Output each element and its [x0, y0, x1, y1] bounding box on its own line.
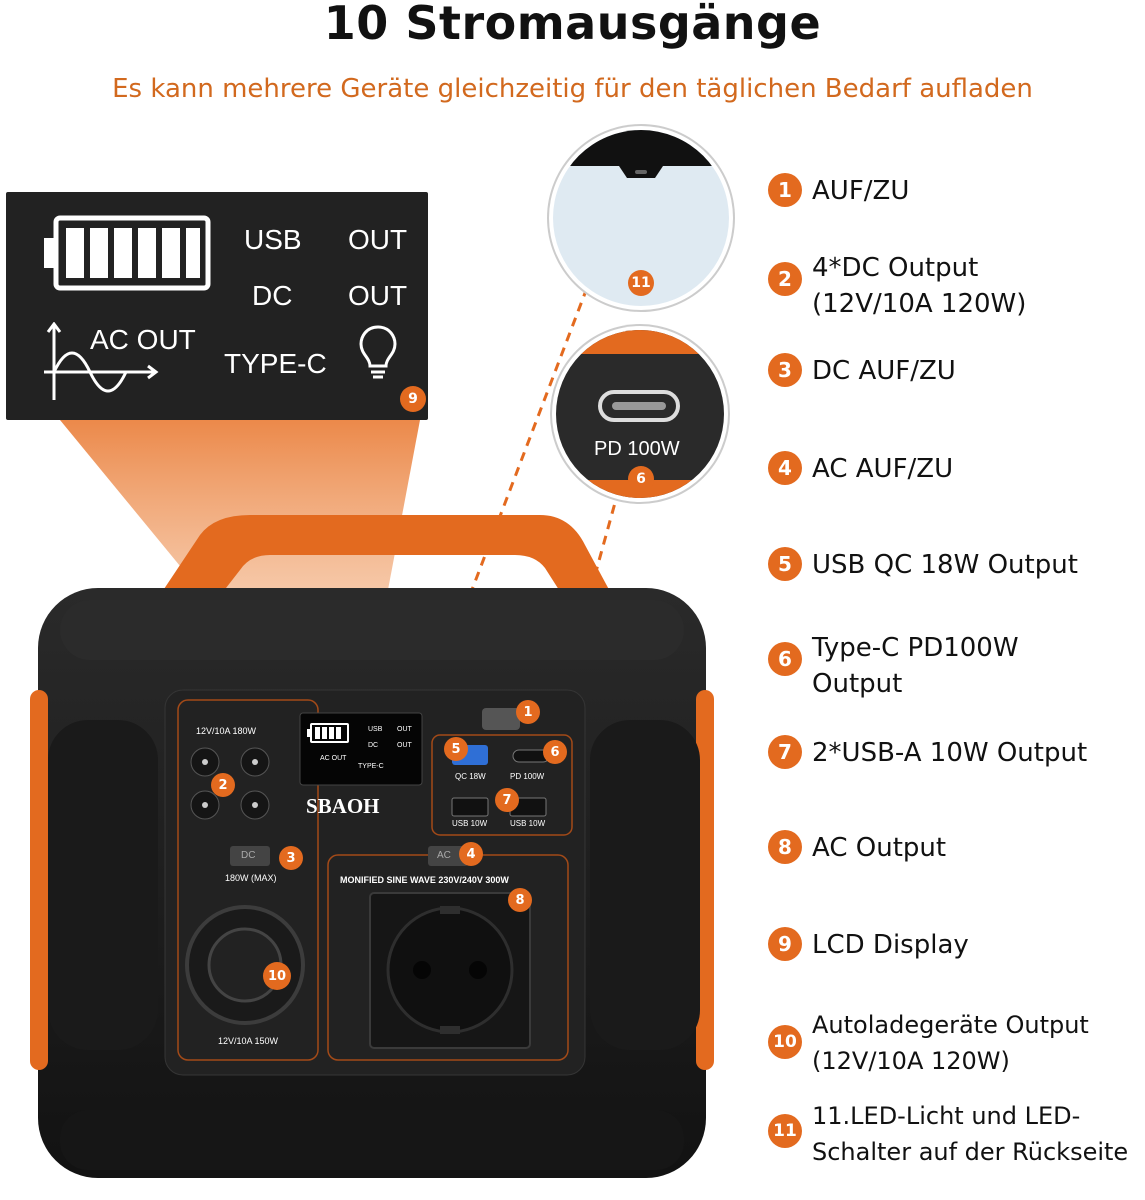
carry-handle [150, 515, 620, 615]
feature-item: 8 AC Output [768, 830, 946, 866]
right-grip-orange [696, 690, 714, 1070]
feature-item: 6 Type-C PD100W Output [768, 630, 1019, 702]
device-badge-6: 6 [543, 740, 567, 764]
small-lcd-usb: USB [368, 726, 383, 733]
feature-number-badge: 1 [768, 173, 802, 207]
feature-number-badge: 5 [768, 547, 802, 581]
typec-inset-badge: 6 [628, 466, 654, 492]
feature-text: AC Output [812, 833, 947, 863]
feature-number-badge: 7 [768, 735, 802, 769]
feature-number-badge: 11 [768, 1114, 802, 1148]
device-badge-7: 7 [495, 788, 519, 812]
page-title: 10 Stromausgänge [323, 0, 822, 50]
typec-inset: PD 100W 6 [556, 330, 724, 498]
lcd-dc-label: DC [252, 280, 293, 311]
device-badge-5: 5 [444, 737, 468, 761]
usb-a-2-label: USB 10W [510, 819, 546, 828]
device-badge-10: 10 [263, 962, 291, 990]
battery-icon [44, 215, 211, 291]
pd-port-label: PD 100W [510, 772, 545, 781]
lcd-zoom-panel: USB OUT DC OUT AC OUT TYPE-C 9 [6, 192, 428, 420]
bulb-icon [359, 325, 397, 379]
feature-number-badge: 2 [768, 262, 802, 296]
usb-a-port-1 [451, 797, 489, 817]
lcd-out-label-2: OUT [348, 280, 408, 311]
page-subtitle: Es kann mehrere Geräte gleichzeitig für … [112, 74, 1033, 104]
feature-number-badge: 6 [768, 642, 802, 676]
feature-text: DC AUF/ZU [812, 356, 956, 386]
feature-text: 4*DC Output (12V/10A 120W) [812, 253, 1027, 319]
feature-item: 3 DC AUF/ZU [768, 353, 956, 389]
dc-sockets [190, 747, 270, 820]
dc-button-label: DC [241, 850, 256, 861]
ac-socket [386, 906, 514, 1034]
lcd-out-label-1: OUT [348, 224, 408, 255]
feature-item: 1 AUF/ZU [768, 173, 909, 209]
ac-button-label: AC [437, 850, 451, 861]
right-ribs [590, 720, 700, 1050]
small-lcd-out2: OUT [397, 742, 412, 749]
ac-spec-label: MONIFIED SINE WAVE 230V/240V 300W [340, 875, 509, 885]
power-button [482, 708, 520, 730]
lcd-zoom-badge: 9 [400, 386, 426, 412]
feature-item: 11 11.LED-Licht und LED- Schalter auf de… [768, 1098, 1128, 1170]
brand-logo: SBAOH [306, 794, 380, 818]
lcd-typec-label: TYPE-C [224, 348, 327, 379]
led-inset-badge: 11 [628, 270, 654, 296]
left-grip-orange [30, 690, 48, 1070]
feature-text: 2*USB-A 10W Output [812, 738, 1088, 768]
feature-item: 9 LCD Display [768, 927, 969, 963]
dc-spec-label: 12V/10A 180W [196, 726, 257, 736]
led-light-inset: 11 [553, 130, 729, 306]
qc-port-label: QC 18W [455, 772, 486, 781]
feature-text: LCD Display [812, 930, 969, 960]
ac-wave-icon [44, 322, 159, 400]
dc-max-label: 180W (MAX) [225, 873, 277, 883]
feature-text: 11.LED-Licht und LED- Schalter auf der R… [812, 1102, 1129, 1166]
lcd-ac-out-label: AC OUT [90, 324, 196, 355]
feature-text: AC AUF/ZU [812, 454, 954, 484]
small-lcd-ac-out: AC OUT [320, 755, 347, 762]
feature-item: 2 4*DC Output (12V/10A 120W) [768, 250, 1026, 322]
feature-number-badge: 10 [768, 1025, 802, 1059]
typec-inset-label: PD 100W [594, 438, 680, 460]
car-spec-label: 12V/10A 150W [218, 1036, 279, 1046]
small-lcd-typec: TYPE-C [358, 763, 384, 770]
feature-item: 7 2*USB-A 10W Output [768, 735, 1087, 771]
small-lcd-out1: OUT [397, 726, 412, 733]
ac-button [428, 846, 468, 866]
feature-number-badge: 3 [768, 353, 802, 387]
feature-item: 5 USB QC 18W Output [768, 547, 1078, 583]
feature-text: Type-C PD100W Output [812, 633, 1019, 699]
device-badge-8: 8 [508, 888, 532, 912]
device-badge-4: 4 [459, 842, 483, 866]
device-badge-2: 2 [211, 773, 235, 797]
device-badge-3: 3 [279, 846, 303, 870]
feature-item: 10 Autoladegeräte Output (12V/10A 120W) [768, 1007, 1089, 1079]
device-badge-1: 1 [516, 700, 540, 724]
feature-number-badge: 9 [768, 927, 802, 961]
feature-text: Autoladegeräte Output (12V/10A 120W) [812, 1011, 1089, 1075]
usb-a-1-label: USB 10W [452, 819, 488, 828]
small-lcd-dc: DC [368, 742, 379, 749]
feature-item: 4 AC AUF/ZU [768, 451, 953, 487]
small-lcd-battery-icon [307, 723, 349, 743]
left-ribs [48, 720, 158, 1050]
dc-button [230, 846, 270, 866]
feature-number-badge: 4 [768, 451, 802, 485]
feature-text: USB QC 18W Output [812, 550, 1078, 580]
lcd-usb-label: USB [244, 224, 302, 255]
feature-number-badge: 8 [768, 830, 802, 864]
feature-text: AUF/ZU [812, 176, 910, 206]
